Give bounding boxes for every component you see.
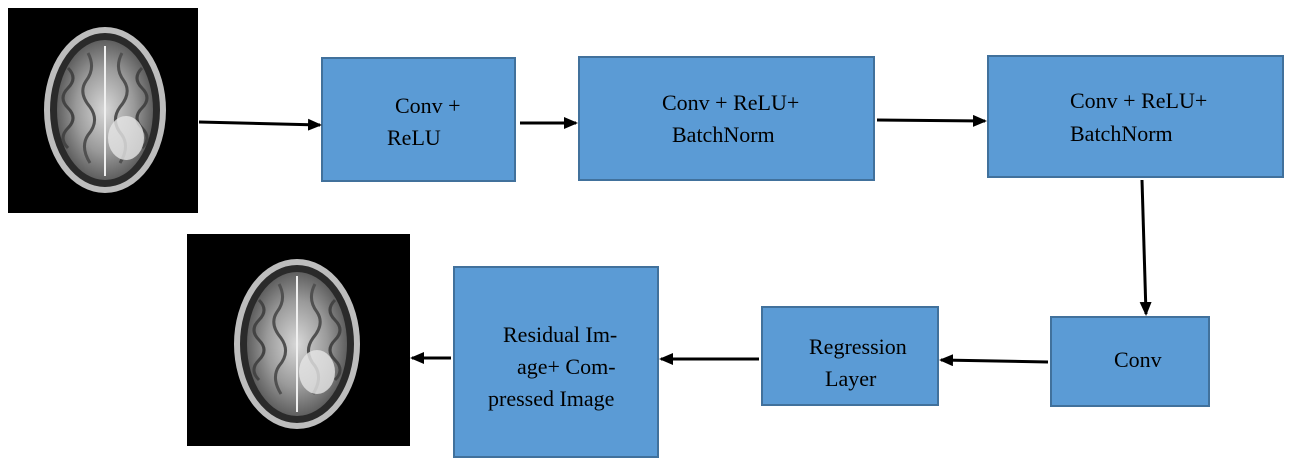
conv-relu-batchnorm-1-line1: Conv + ReLU+ — [662, 90, 800, 115]
conv-relu-line1: Conv + — [395, 93, 461, 118]
regression-line2: Layer — [825, 366, 877, 391]
regression-layer-block: Regression Layer — [761, 306, 939, 406]
conv-relu-batchnorm-2-line1: Conv + ReLU+ — [1070, 88, 1208, 113]
conv-relu-batchnorm-block-1: Conv + ReLU+ BatchNorm — [578, 56, 875, 181]
arrow-conv-to-regression — [939, 354, 1049, 367]
residual-compressed-image-block: Residual Im- age+ Com- pressed Image — [453, 266, 659, 458]
arrow-batchnorm-1-to-batchnorm-2 — [876, 114, 987, 127]
arrow-batchnorm-2-to-conv — [1139, 179, 1152, 316]
conv-relu-batchnorm-block-2: Conv + ReLU+ BatchNorm — [987, 55, 1284, 178]
input-mri-image — [8, 8, 198, 213]
output-mri-image — [187, 234, 410, 446]
brain-mri-scan-icon — [44, 27, 166, 193]
conv-relu-line2: ReLU — [387, 125, 441, 150]
conv-relu-block: Conv + ReLU — [321, 57, 516, 182]
residual-line2: age+ Com- — [517, 354, 616, 379]
residual-line1: Residual Im- — [503, 322, 618, 347]
brain-mri-scan-icon — [234, 259, 360, 429]
regression-line1: Regression — [809, 334, 907, 359]
conv-relu-batchnorm-1-line2: BatchNorm — [672, 122, 775, 147]
conv-relu-batchnorm-2-line2: BatchNorm — [1070, 121, 1173, 146]
conv-line1: Conv — [1114, 347, 1162, 372]
residual-line3: pressed Image — [488, 386, 615, 411]
conv-block: Conv — [1050, 316, 1210, 407]
arrow-input-to-conv-relu — [198, 118, 322, 131]
